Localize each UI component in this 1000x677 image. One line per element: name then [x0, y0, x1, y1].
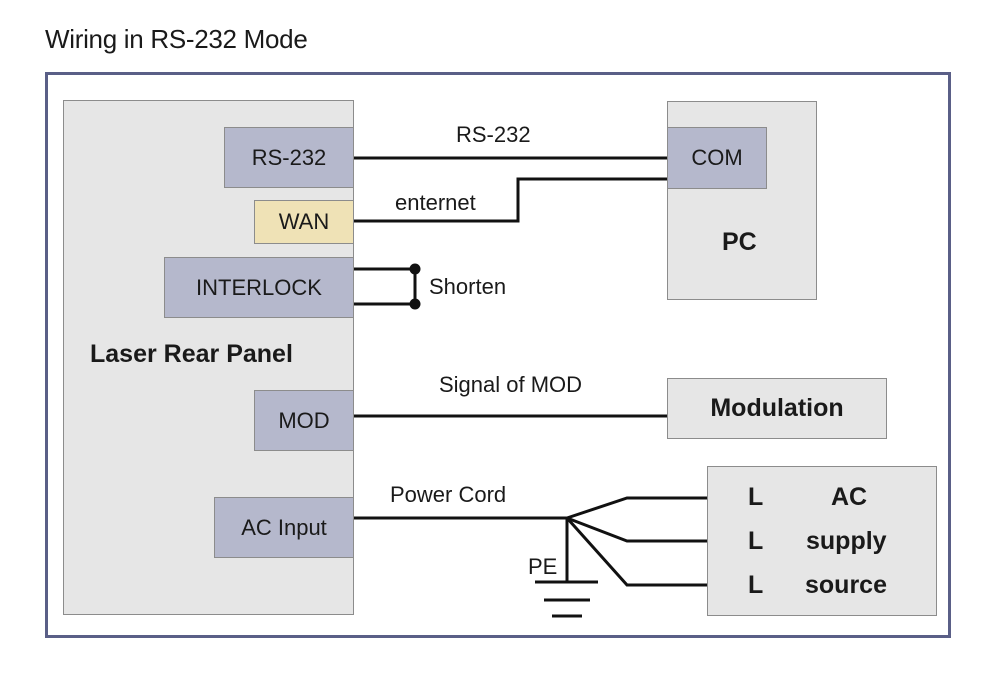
terminal-l-3: L: [748, 571, 764, 599]
pc-label: PC: [722, 228, 757, 256]
rs232-wire-label: RS-232: [456, 122, 531, 147]
power-cord-label: Power Cord: [390, 482, 507, 507]
ac-supply-label-line-3: source: [805, 571, 887, 599]
ac-supply-box: [707, 466, 937, 616]
ac-input-port: AC Input: [214, 497, 354, 558]
live-wire-2: [566, 516, 707, 543]
interlock-junction-bottom: [409, 298, 421, 310]
wan-port: WAN: [254, 200, 354, 244]
ground-pe-label: PE: [528, 554, 558, 579]
terminal-l-2: L: [748, 527, 764, 555]
ethernet-wire-label: enternet: [395, 190, 476, 215]
interlock-port: INTERLOCK: [164, 257, 354, 318]
interlock-junction-top: [409, 263, 421, 275]
terminal-l-1: L: [748, 483, 764, 511]
live-wire-1: [566, 496, 707, 520]
ac-supply-label-line-2: supply: [806, 527, 887, 555]
ethernet-wire: [354, 177, 667, 223]
rs232-port: RS-232: [224, 127, 354, 188]
interlock-short-wire: [354, 267, 417, 306]
mod-signal-label: Signal of MOD: [439, 372, 583, 397]
mod-port: MOD: [254, 390, 354, 451]
com-port: COM: [667, 127, 767, 189]
live-wire-3: [565, 516, 707, 587]
modulation-box: Modulation: [667, 378, 887, 439]
diagram-title: Wiring in RS-232 Mode: [45, 24, 308, 54]
ac-supply-label-line-1: AC: [831, 483, 868, 511]
laser-rear-panel-label: Laser Rear Panel: [90, 340, 293, 368]
interlock-short-label: Shorten: [429, 274, 507, 299]
